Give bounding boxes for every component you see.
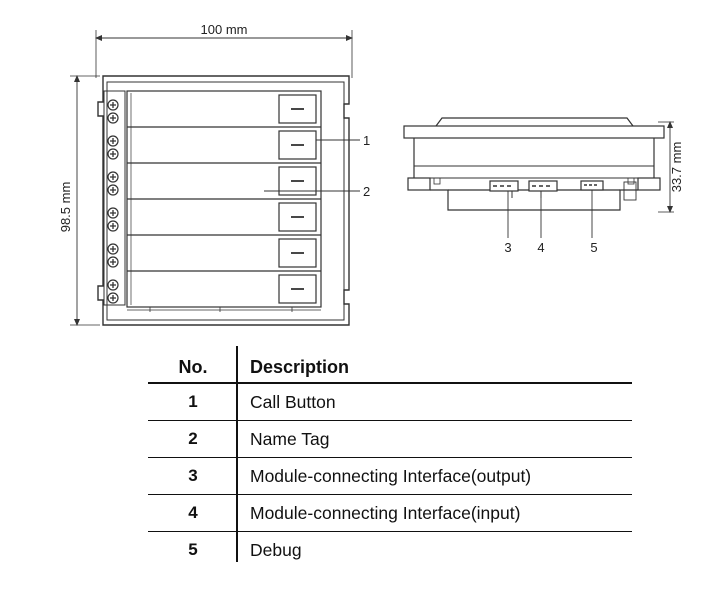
call-button-icon	[278, 238, 317, 268]
callout-3: 3	[504, 240, 511, 255]
front-view	[70, 30, 353, 326]
table-row: 1 Call Button	[148, 384, 632, 421]
call-button-icon	[278, 202, 317, 232]
row-number: 5	[188, 540, 198, 559]
row-description: Call Button	[250, 391, 336, 412]
screw-icon	[107, 243, 119, 268]
call-button-icon	[278, 130, 317, 160]
width-dimension-label: 100 mm	[201, 22, 248, 37]
row-number: 1	[188, 392, 198, 411]
row-description: Debug	[250, 539, 302, 560]
screw-icon	[107, 135, 119, 160]
table-row: 3 Module-connecting Interface(output)	[148, 458, 632, 495]
callout-2: 2	[363, 184, 370, 199]
call-button-icon	[278, 274, 317, 304]
header-no: No.	[178, 356, 208, 377]
technical-drawing: 100 mm 98.5 mm 1 2 33.7 mm 3 4 5	[58, 22, 684, 326]
height-dimension-label: 98.5 mm	[58, 182, 73, 233]
depth-dimension-label: 33.7 mm	[669, 142, 684, 193]
table-row: 4 Module-connecting Interface(input)	[148, 495, 632, 532]
screw-icon	[107, 171, 119, 196]
side-view	[403, 117, 674, 238]
table-row: 5 Debug	[148, 532, 632, 568]
callout-5: 5	[590, 240, 597, 255]
table-header: No. Description	[148, 352, 632, 384]
callout-4: 4	[537, 240, 544, 255]
call-button-icon	[278, 166, 317, 196]
row-number: 2	[188, 429, 198, 448]
table-row: 2 Name Tag	[148, 421, 632, 458]
row-description: Module-connecting Interface(output)	[250, 465, 532, 486]
screw-icon	[107, 99, 119, 124]
row-number: 4	[188, 503, 198, 522]
row-description: Module-connecting Interface(input)	[250, 502, 521, 523]
row-number: 3	[188, 466, 198, 485]
table-divider	[236, 346, 238, 562]
callout-1: 1	[363, 133, 370, 148]
legend-table: No. Description 1 Call Button 2 Name Tag…	[148, 346, 632, 568]
header-description: Description	[250, 356, 350, 377]
row-description: Name Tag	[250, 428, 330, 449]
screw-icon	[107, 279, 119, 304]
call-button-icon	[278, 94, 317, 124]
screw-icon	[107, 207, 119, 232]
